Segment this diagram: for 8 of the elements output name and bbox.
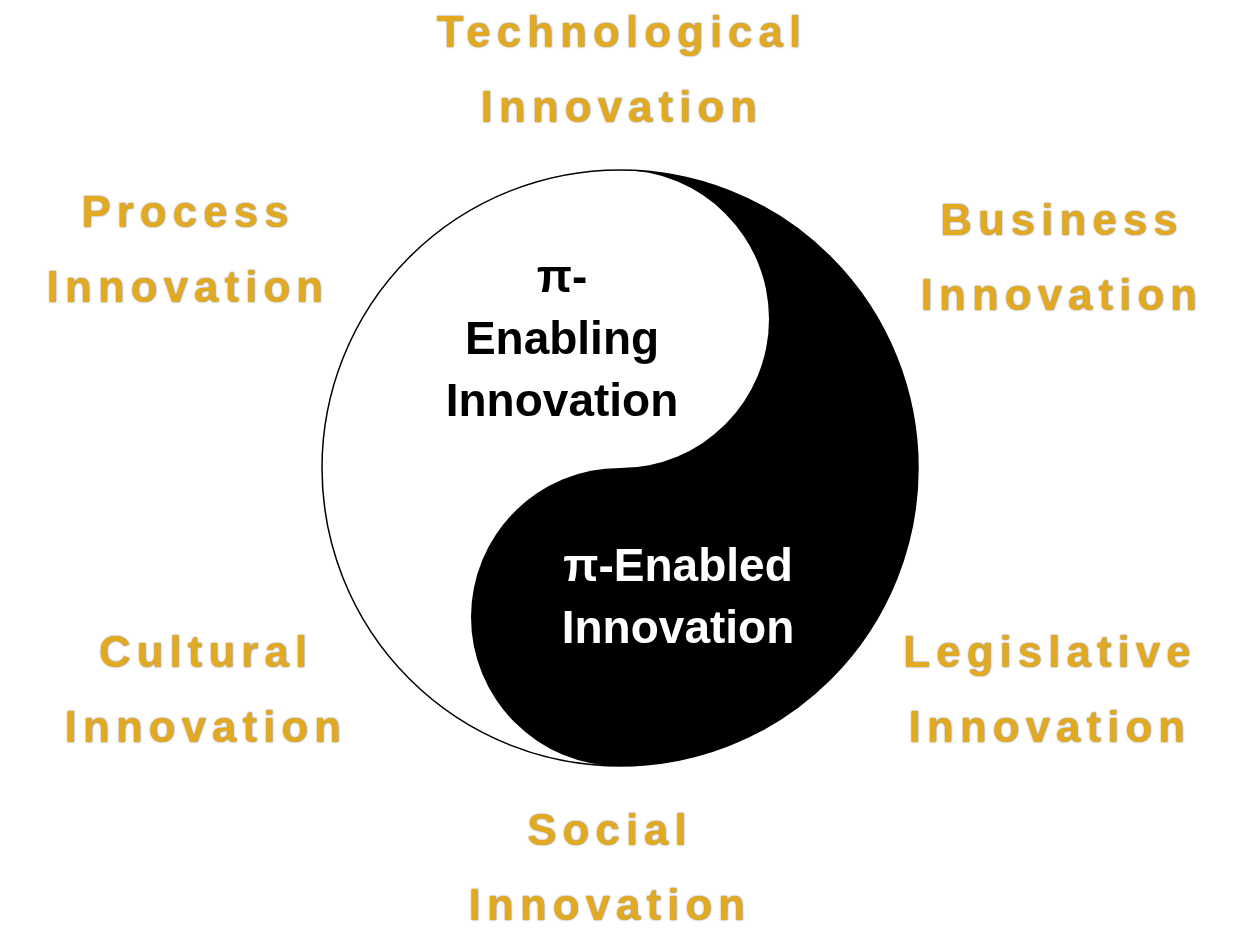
innovation-label: Legislative Innovation [903, 626, 1197, 753]
innovation-label: Social Innovation [468, 804, 752, 930]
region-label: π-Enabled Innovation [561, 537, 795, 655]
region-label: π-Enabling Innovation [445, 248, 679, 429]
innovation-label: Technological Innovation [436, 6, 808, 133]
innovation-label: Business Innovation [920, 194, 1204, 321]
innovation-label: Process Innovation [46, 186, 330, 313]
innovation-label: Cultural Innovation [64, 626, 348, 753]
